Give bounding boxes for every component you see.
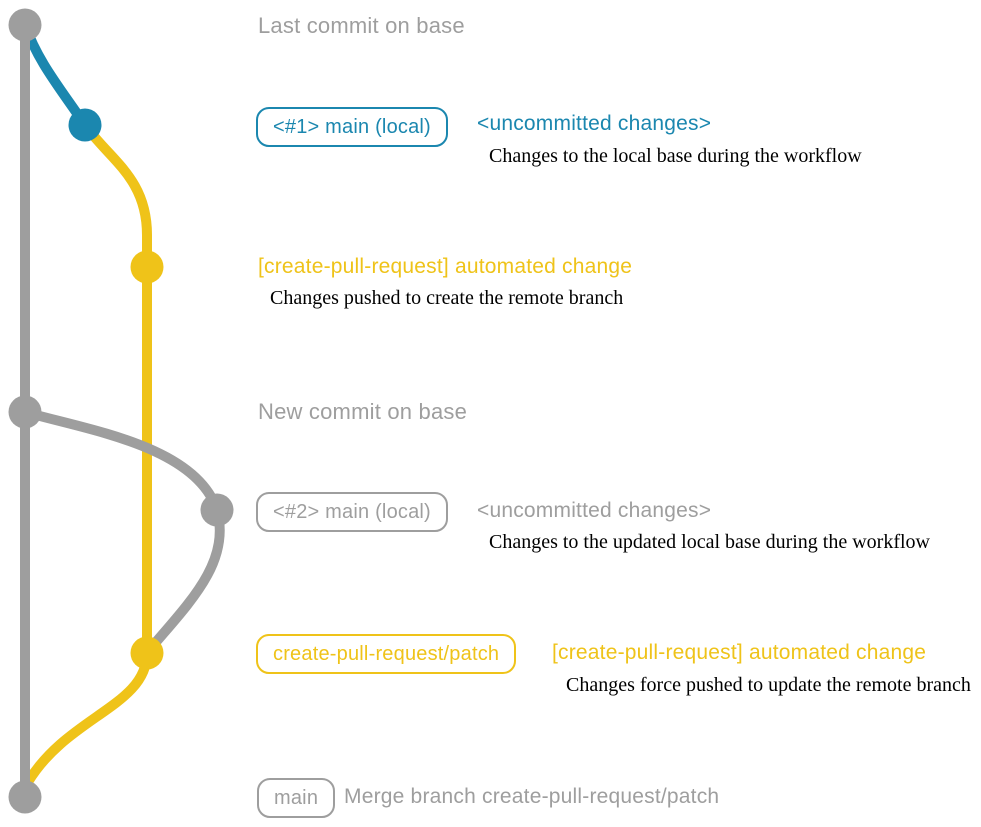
note-force-pushed-update-branch: Changes force pushed to update the remot… — [566, 674, 971, 696]
note-pushed-create-branch: Changes pushed to create the remote bran… — [270, 287, 624, 309]
commit-message-merge: Merge branch create-pull-request/patch — [344, 785, 720, 808]
note-updated-local-base-changes: Changes to the updated local base during… — [489, 531, 930, 553]
branch-pill-create-pull-request-patch: create-pull-request/patch — [256, 634, 517, 674]
local-branch-1-line — [20, 20, 90, 130]
commit-label-new-base: New commit on base — [258, 399, 468, 424]
commit-dot-local-1 — [68, 108, 102, 142]
local-branch-2-line — [20, 407, 225, 654]
commit-dot-local-2 — [200, 493, 234, 527]
note-local-base-changes: Changes to the local base during the wor… — [489, 145, 862, 167]
commit-message-automated-1: [create-pull-request] automated change — [258, 255, 633, 278]
commit-dot-new-base — [8, 395, 42, 429]
commit-dot-last-base — [8, 8, 42, 42]
branch-pill-main-local-2: <#2> main (local) — [256, 492, 448, 532]
uncommitted-changes-message-1: <uncommitted changes> — [477, 112, 712, 135]
commit-dot-automated-2 — [130, 636, 164, 670]
commit-label-last-base: Last commit on base — [258, 13, 465, 38]
branch-pill-main-local-1: <#1> main (local) — [256, 107, 448, 147]
commit-dot-merge — [8, 780, 42, 814]
uncommitted-changes-message-2: <uncommitted changes> — [477, 499, 712, 522]
commit-dot-automated-1 — [130, 250, 164, 284]
patch-branch-line — [20, 120, 152, 802]
branch-pill-main: main — [257, 778, 336, 818]
commit-message-automated-2: [create-pull-request] automated change — [552, 641, 927, 664]
git-graph — [8, 8, 234, 814]
